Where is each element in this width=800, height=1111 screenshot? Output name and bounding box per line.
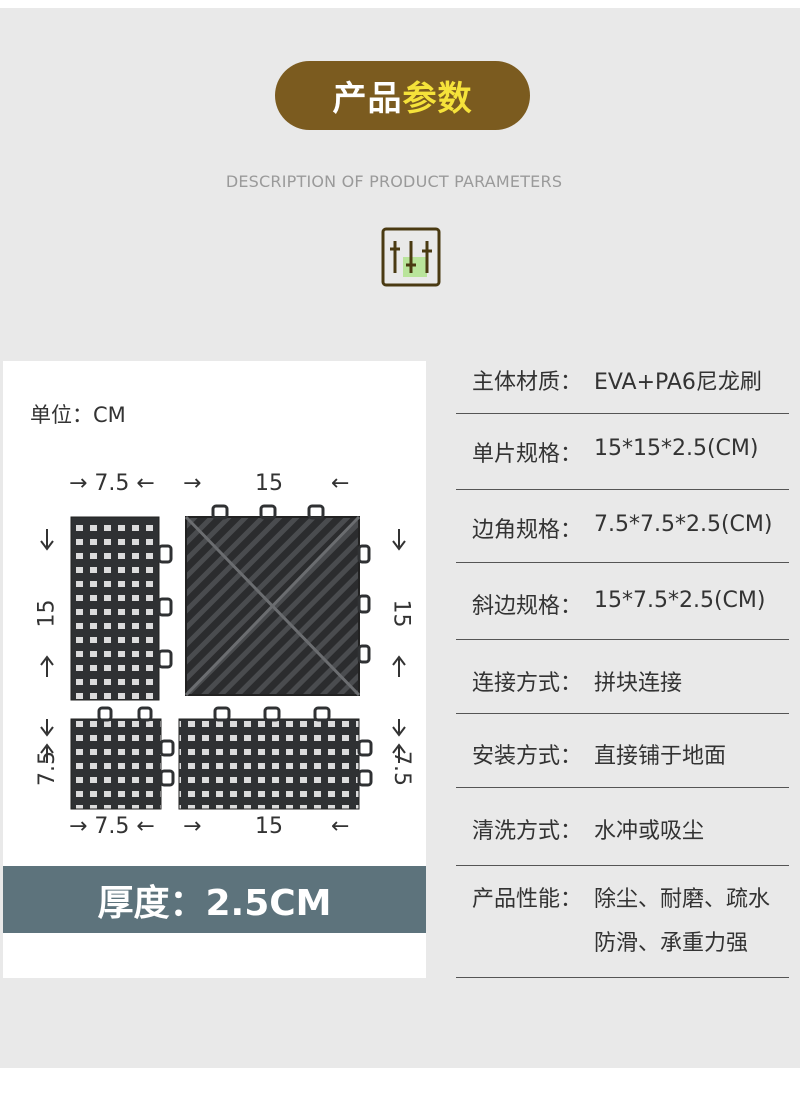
spec-value: 直接铺于地面 — [594, 744, 727, 769]
bottom-large-width-label: 15 — [255, 814, 283, 839]
spec-row-single-size: 单片规格： 15*15*2.5(CM) — [456, 414, 789, 490]
spec-value: EVA+PA6尼龙刷 — [594, 370, 762, 395]
unit-label: 单位：CM — [30, 403, 126, 427]
spec-key: 主体材质： — [472, 370, 583, 395]
spec-row-cleaning: 清洗方式： 水冲或吸尘 — [456, 788, 789, 866]
spec-row-corner-size: 边角规格： 7.5*7.5*2.5(CM) — [456, 490, 789, 563]
spec-table: 主体材质： EVA+PA6尼龙刷 单片规格： 15*15*2.5(CM) 边角规… — [456, 340, 789, 978]
top-small-width-label: → 7.5 ← — [69, 471, 155, 496]
bottom-small-width-label: → 7.5 ← — [69, 814, 155, 839]
spec-key: 产品性能： — [472, 887, 583, 912]
bottom-right-arrow: ← — [331, 814, 350, 839]
spec-key: 连接方式： — [472, 671, 583, 696]
spec-row-edge-size: 斜边规格： 15*7.5*2.5(CM) — [456, 563, 789, 640]
spec-key: 斜边规格： — [472, 594, 583, 619]
top-large-width-label: 15 — [255, 471, 283, 496]
spec-key: 安装方式： — [472, 744, 583, 769]
sliders-icon — [381, 227, 441, 287]
spec-value: 水冲或吸尘 — [594, 819, 705, 844]
product-parameters-page: 产品参数 DESCRIPTION OF PRODUCT PARAMETERS 单… — [0, 8, 800, 1068]
top-right-arrow: ← — [331, 471, 350, 496]
title-part1: 产品 — [332, 79, 403, 119]
spec-row-installation: 安装方式： 直接铺于地面 — [456, 714, 789, 788]
bottom-left-arrow: → — [183, 814, 202, 839]
spec-value: 15*7.5*2.5(CM) — [594, 588, 766, 613]
product-diagram: 单位：CM → 7.5 ← → 15 ← → 7.5 ← → 15 ← 15 7… — [3, 361, 426, 978]
spec-key: 清洗方式： — [472, 819, 583, 844]
spec-value: 15*15*2.5(CM) — [594, 436, 759, 461]
top-left-arrow: → — [183, 471, 202, 496]
spec-key: 边角规格： — [472, 518, 583, 543]
spec-row-connection: 连接方式： 拼块连接 — [456, 640, 789, 714]
section-subtitle: DESCRIPTION OF PRODUCT PARAMETERS — [225, 172, 563, 191]
spec-key: 单片规格： — [472, 442, 583, 467]
spec-value: 除尘、耐磨、疏水防滑、承重力强 — [594, 887, 771, 956]
spec-value: 7.5*7.5*2.5(CM) — [594, 512, 773, 537]
title-part2: 参数 — [402, 79, 473, 119]
spec-row-material: 主体材质： EVA+PA6尼龙刷 — [456, 340, 789, 414]
tile-illustration — [40, 504, 406, 810]
spec-row-performance: 产品性能： 除尘、耐磨、疏水防滑、承重力强 — [456, 866, 789, 978]
thickness-banner: 厚度：2.5CM — [3, 866, 426, 933]
section-title: 产品参数 — [275, 61, 530, 130]
spec-value: 拼块连接 — [594, 671, 683, 696]
